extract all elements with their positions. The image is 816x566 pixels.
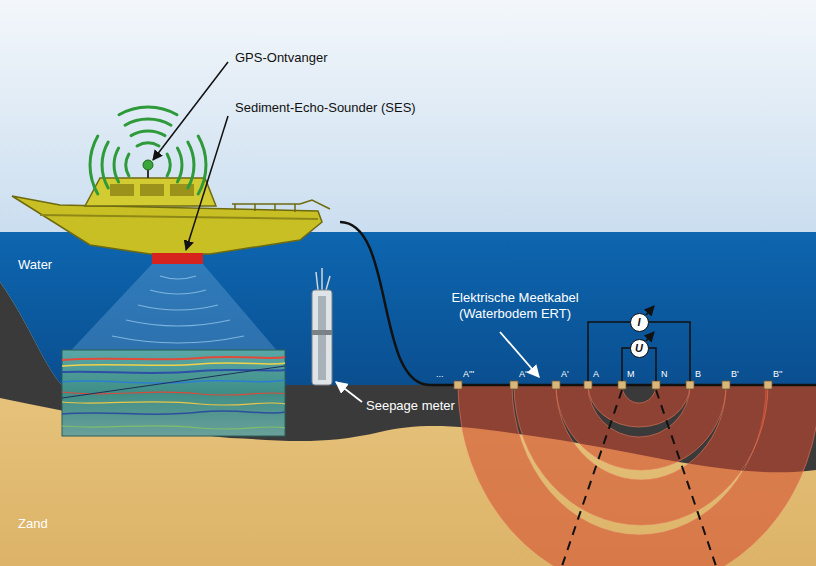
electrode-label: B''	[773, 369, 782, 380]
sand-layer	[0, 232, 816, 566]
voltmeter-symbol: U	[630, 339, 649, 358]
electrode-label: M	[627, 369, 635, 380]
electrode-label: A	[593, 369, 599, 380]
callout-label: Elektrische Meetkabel (Waterbodem ERT)	[440, 290, 590, 321]
meter-letter: U	[635, 343, 643, 354]
electrodes	[454, 381, 772, 389]
current-bands	[458, 385, 816, 566]
meter-letter: I	[637, 317, 640, 328]
callout-label: Seepage meter	[366, 398, 455, 414]
electrode-label: B'	[731, 369, 739, 380]
measuring-circuit	[588, 306, 690, 381]
region-label: Water	[18, 257, 52, 273]
survey-boat	[12, 160, 330, 264]
region-label: Zand	[18, 516, 48, 532]
callout-label: GPS-Ontvanger	[235, 50, 328, 66]
measuring-cable	[340, 222, 816, 385]
sonar-waves	[98, 276, 258, 360]
leader-arrow	[153, 62, 228, 160]
ammeter-symbol: I	[630, 313, 649, 332]
electrode-label: B	[695, 369, 701, 380]
dashed-lines	[562, 390, 716, 566]
callout-label: Sediment-Echo-Sounder (SES)	[235, 100, 416, 116]
sonar-cone	[62, 264, 285, 360]
seepage-meter	[312, 268, 332, 385]
gps-waves	[90, 107, 206, 194]
electrode-label: A'	[561, 369, 569, 380]
electrode-label: A''	[519, 369, 528, 380]
electrode-label: A'''	[463, 369, 474, 380]
electrode-label: ...	[436, 369, 444, 380]
electrode-label: N	[661, 369, 668, 380]
sky	[0, 0, 816, 240]
leader-arrow	[186, 116, 228, 250]
leader-arrow	[336, 382, 362, 402]
seismic-section	[62, 350, 285, 436]
